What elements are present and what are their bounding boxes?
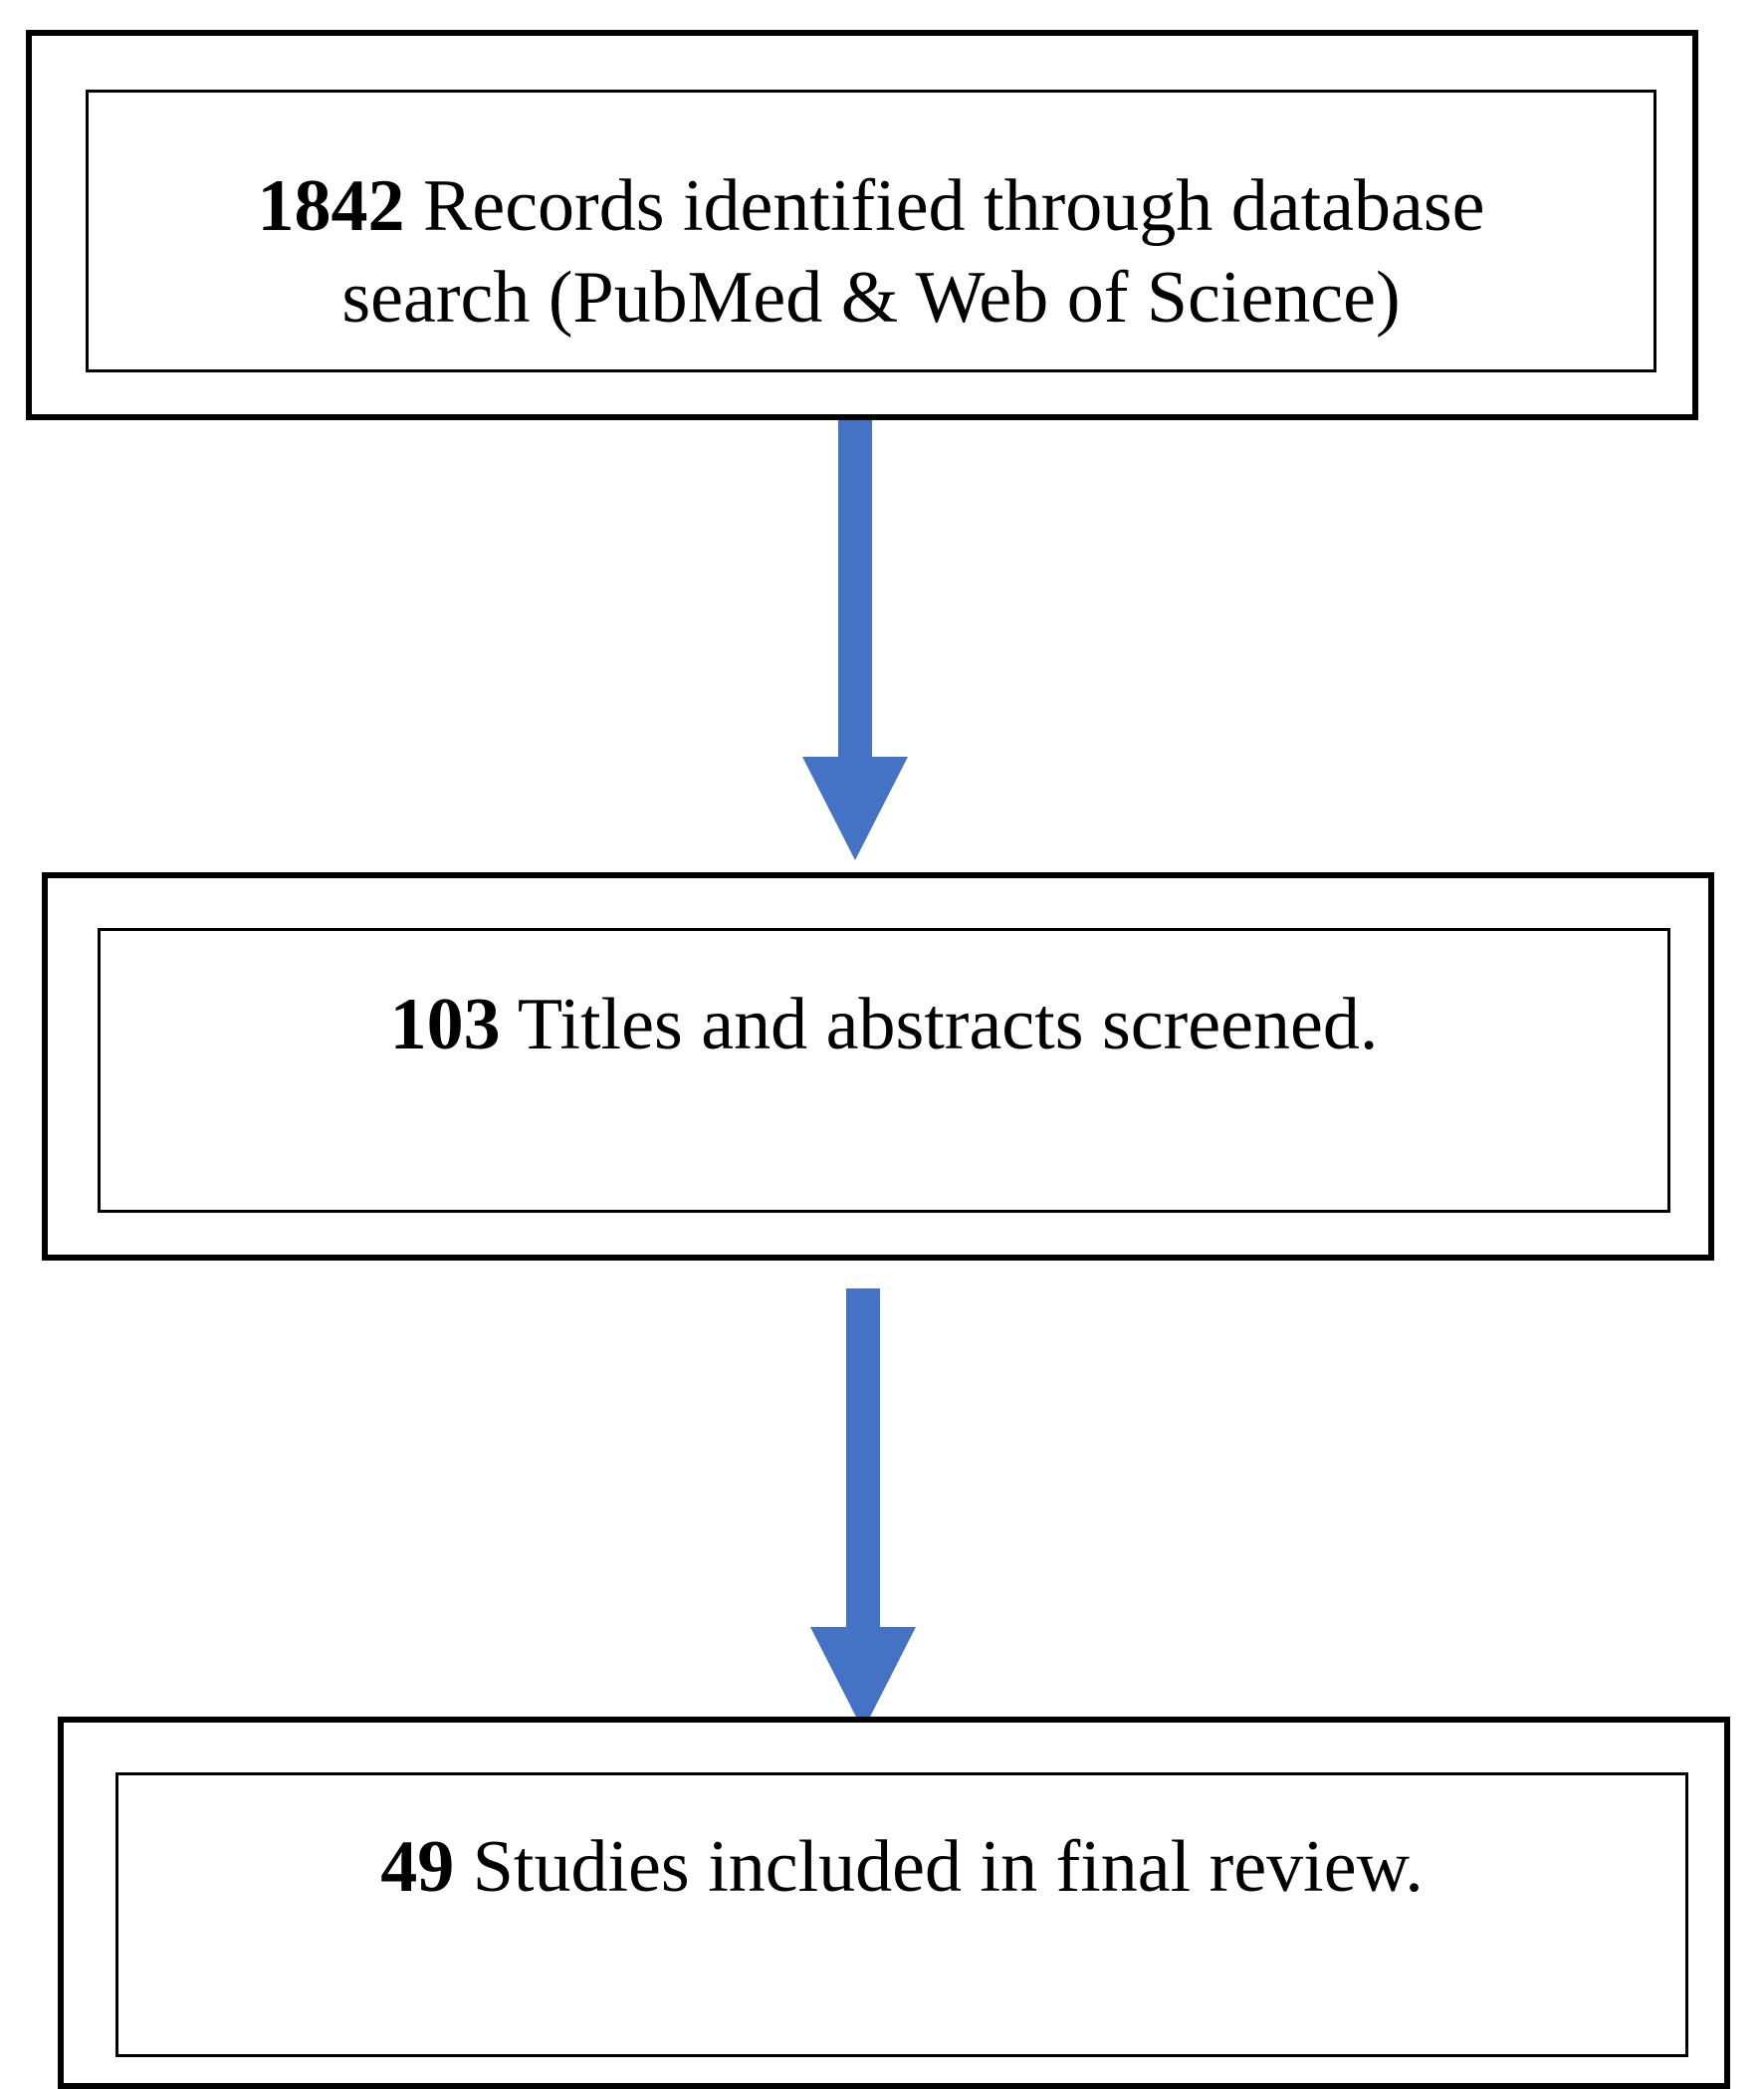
arrow-1-head [802, 757, 908, 860]
records-identified-text: 1842 Records identified through database… [89, 160, 1654, 344]
included-text: 49 Studies included in final review. [118, 1821, 1685, 1913]
arrow-1-shaft [838, 420, 872, 759]
screened-inner-box: 103 Titles and abstracts screened. [98, 928, 1670, 1213]
arrow-2-head [810, 1627, 916, 1731]
arrow-2-to-3 [810, 1288, 916, 1731]
included-count: 49 [380, 1826, 455, 1908]
records-identified-box: 1842 Records identified through database… [26, 30, 1698, 420]
records-identified-inner-box: 1842 Records identified through database… [86, 90, 1656, 372]
included-label: Studies included in final review. [454, 1826, 1424, 1908]
records-identified-label: Records identified through database [404, 165, 1485, 247]
records-identified-count: 1842 [257, 165, 405, 247]
included-box: 49 Studies included in final review. [58, 1717, 1730, 2089]
screened-count: 103 [389, 984, 501, 1065]
records-identified-line-2: search (PubMed & Web of Science) [341, 257, 1401, 339]
arrow-2-shaft [846, 1288, 880, 1627]
included-line-1: 49 Studies included in final review. [118, 1821, 1685, 1913]
screened-box: 103 Titles and abstracts screened. [42, 872, 1714, 1261]
screened-line-1: 103 Titles and abstracts screened. [101, 979, 1667, 1070]
records-identified-line-1: 1842 Records identified through database [89, 160, 1654, 252]
arrow-1-to-2 [802, 420, 908, 860]
included-inner-box: 49 Studies included in final review. [115, 1772, 1688, 2057]
screened-text: 103 Titles and abstracts screened. [101, 979, 1667, 1070]
screened-label: Titles and abstracts screened. [500, 984, 1379, 1065]
